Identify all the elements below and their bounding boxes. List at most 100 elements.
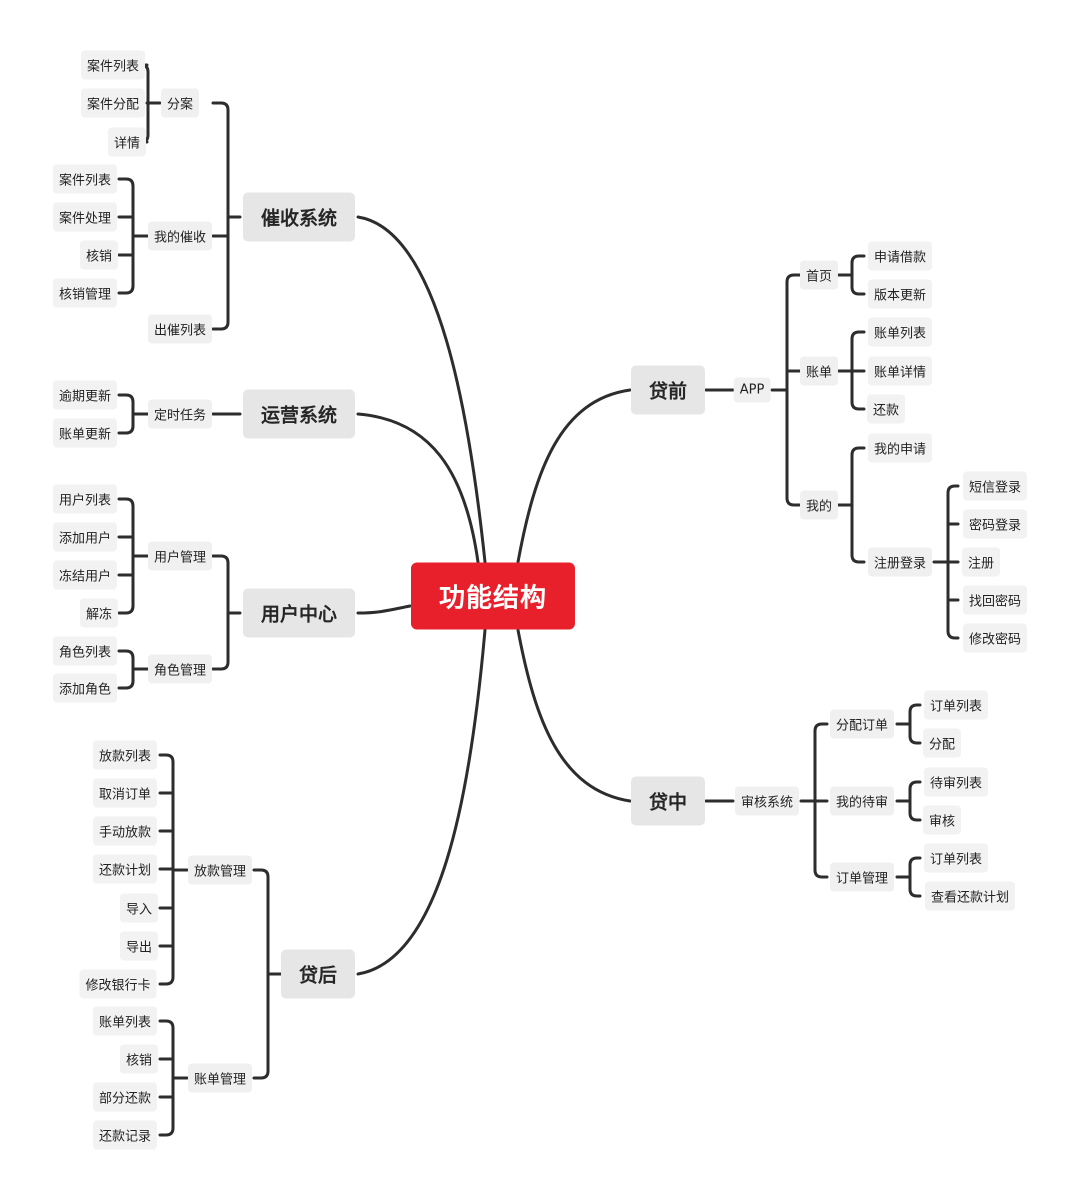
sub-fangkuanguanli[interactable]: 放款管理 (187, 855, 253, 885)
br-shenhe-c0 (813, 722, 829, 733)
branch-daizhong[interactable]: 贷中 (630, 776, 706, 826)
sub-zhangdanguanli[interactable]: 账单管理 (187, 1063, 253, 1093)
br-dingshi-c1 (117, 424, 135, 435)
br-zhangdan-app-c0 (850, 330, 866, 341)
leaf-fangkuan-2[interactable]: 取消订单 (92, 778, 158, 808)
curve-daizhong (516, 628, 632, 803)
leaf-denglu-1[interactable]: 短信登录 (962, 471, 1028, 501)
sub-dingshirenwu[interactable]: 定时任务 (147, 399, 213, 429)
br-yonghuguanli-c0 (117, 497, 135, 508)
sub-fenpeidingdan[interactable]: 分配订单 (829, 709, 895, 739)
br-dingdanguanli-c1 (908, 887, 922, 898)
leaf-dingshirenwu-2[interactable]: 账单更新 (52, 418, 118, 448)
leaf-fenan-3[interactable]: 详情 (107, 127, 147, 157)
br-zhucedenglu-c0 (946, 484, 960, 495)
br-zhucedenglu-c4 (946, 629, 960, 640)
leaf-zhangdan-4[interactable]: 还款记录 (92, 1120, 158, 1150)
leaf-fenpei-1[interactable]: 订单列表 (923, 690, 989, 720)
leaf-fenan-1[interactable]: 案件列表 (80, 50, 146, 80)
br-cuishou-c0 (211, 101, 230, 112)
leaf-jueseguanli-1[interactable]: 角色列表 (52, 636, 118, 666)
leaf-yonghuguanli-2[interactable]: 添加用户 (52, 522, 118, 552)
leaf-yonghuguanli-4[interactable]: 解冻 (79, 598, 119, 628)
leaf-fangkuan-4[interactable]: 还款计划 (92, 854, 158, 884)
leaf-yonghuguanli-1[interactable]: 用户列表 (52, 484, 118, 514)
curve-yonghu (356, 604, 412, 615)
br-daihou-c1 (252, 1069, 270, 1080)
br-jueseguanli-c1 (117, 679, 135, 690)
curve-daihou (356, 628, 487, 976)
br-jueseguanli-c0 (117, 649, 135, 660)
sub-zhangdan[interactable]: 账单 (799, 356, 839, 386)
root-node[interactable]: 功能结构 (410, 562, 576, 630)
sub-wodedaishen[interactable]: 我的待审 (829, 786, 895, 816)
br-zhangdan-c0 (158, 1019, 175, 1030)
curve-daiqian (516, 388, 632, 564)
leaf-fenpei-2[interactable]: 分配 (922, 728, 962, 758)
leaf-jueseguanli-2[interactable]: 添加角色 (52, 673, 118, 703)
branch-cuishou[interactable]: 催收系统 (242, 192, 356, 242)
leaf-wodecuishou-1[interactable]: 案件列表 (52, 164, 118, 194)
br-cuishou-c2 (211, 320, 230, 331)
leaf-wodeshenqing[interactable]: 我的申请 (867, 433, 933, 463)
branch-yunying[interactable]: 运营系统 (242, 389, 356, 439)
sub-chucuiliebiao[interactable]: 出催列表 (147, 314, 213, 344)
br-shenhe-c2 (813, 868, 829, 879)
leaf-zhangdan-3[interactable]: 部分还款 (92, 1082, 158, 1112)
leaf-fangkuan-7[interactable]: 修改银行卡 (79, 969, 157, 999)
branch-daihou[interactable]: 贷后 (280, 949, 356, 999)
br-fangkuan-c0 (158, 753, 175, 764)
sub-shouye[interactable]: 首页 (799, 260, 839, 290)
leaf-fenan-2[interactable]: 案件分配 (80, 88, 146, 118)
leaf-wodecuishou-2[interactable]: 案件处理 (52, 202, 118, 232)
leaf-fangkuan-5[interactable]: 导入 (119, 893, 159, 923)
leaf-wodecuishou-3[interactable]: 核销 (79, 240, 119, 270)
sub-wode[interactable]: 我的 (799, 490, 839, 520)
leaf-wodecuishou-4[interactable]: 核销管理 (52, 278, 118, 308)
leaf-denglu-3[interactable]: 注册 (961, 547, 1001, 577)
leaf-zhangdan-2[interactable]: 核销 (119, 1044, 159, 1074)
br-wode-c0 (850, 446, 866, 457)
sub-wodecuishou[interactable]: 我的催收 (147, 221, 213, 251)
leaf-zhangdan-1[interactable]: 账单列表 (92, 1006, 158, 1036)
leaf-dingshirenwu-1[interactable]: 逾期更新 (52, 380, 118, 410)
br-daihou-c0 (252, 868, 270, 879)
branch-yonghu[interactable]: 用户中心 (242, 588, 356, 638)
leaf-yonghuguanli-3[interactable]: 冻结用户 (52, 560, 118, 590)
sub-fenan[interactable]: 分案 (160, 88, 200, 118)
sub-jueseguanli[interactable]: 角色管理 (147, 654, 213, 684)
leaf-dingdan-1[interactable]: 订单列表 (923, 843, 989, 873)
sub-dingdanguanli[interactable]: 订单管理 (829, 862, 895, 892)
br-wodecuishou-c0 (117, 177, 135, 188)
leaf-fangkuan-1[interactable]: 放款列表 (92, 740, 158, 770)
sub-zhucedenglu[interactable]: 注册登录 (867, 547, 933, 577)
br-dingdanguanli-c0 (908, 856, 922, 867)
br-fenpeidingdan-c1 (908, 734, 922, 745)
leaf-daishen-2[interactable]: 审核 (922, 805, 962, 835)
leaf-zhangdan-app-2[interactable]: 账单详情 (867, 356, 933, 386)
sub-app[interactable]: APP (733, 377, 771, 403)
br-dingshi-c0 (117, 393, 135, 404)
leaf-shouye-1[interactable]: 申请借款 (867, 241, 933, 271)
br-fangkuan-c6 (158, 975, 175, 986)
leaf-denglu-4[interactable]: 找回密码 (962, 585, 1028, 615)
leaf-fangkuan-3[interactable]: 手动放款 (92, 816, 158, 846)
br-yonghuguanli-c3 (117, 604, 135, 615)
sub-yonghuguanli[interactable]: 用户管理 (147, 541, 213, 571)
leaf-denglu-5[interactable]: 修改密码 (962, 623, 1028, 653)
br-shouye-c0 (850, 254, 866, 265)
br-zhangdan-app-c2 (850, 400, 866, 411)
leaf-daishen-1[interactable]: 待审列表 (923, 767, 989, 797)
branch-daiqian[interactable]: 贷前 (630, 365, 706, 415)
leaf-denglu-2[interactable]: 密码登录 (962, 509, 1028, 539)
br-wodecuishou-c3 (117, 284, 135, 295)
leaf-fangkuan-6[interactable]: 导出 (119, 931, 159, 961)
br-app-c0 (785, 273, 803, 284)
leaf-zhangdan-app-3[interactable]: 还款 (866, 394, 906, 424)
br-zhangdan-c3 (158, 1126, 175, 1137)
leaf-dingdan-2[interactable]: 查看还款计划 (924, 881, 1016, 911)
leaf-shouye-2[interactable]: 版本更新 (867, 279, 933, 309)
sub-shenhexitong[interactable]: 审核系统 (734, 786, 800, 816)
leaf-zhangdan-app-1[interactable]: 账单列表 (867, 317, 933, 347)
